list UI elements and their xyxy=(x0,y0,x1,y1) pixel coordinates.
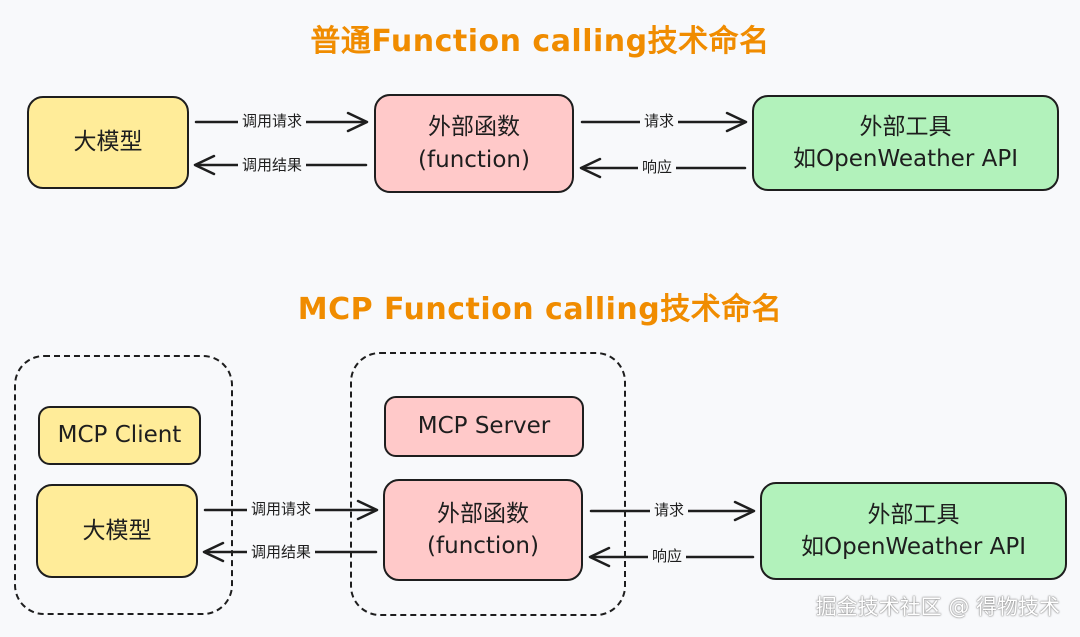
external-tool-node: 外部工具 如OpenWeather API xyxy=(752,95,1059,191)
watermark: 掘金技术社区 @ 得物技术 xyxy=(815,595,1060,619)
function-node-mcp-line2: (function) xyxy=(427,533,539,559)
mcp-client-node: MCP Client xyxy=(38,406,201,465)
function-node: 外部函数 (function) xyxy=(374,94,574,193)
edge-label-call-request-mcp: 调用请求 xyxy=(247,500,316,518)
llm-node-mcp-label: 大模型 xyxy=(82,517,152,544)
mcp-server-label: MCP Server xyxy=(417,413,551,440)
section1-title: 普通Function calling技术命名 xyxy=(310,24,770,59)
external-tool-node-mcp: 外部工具 如OpenWeather API xyxy=(760,482,1067,580)
function-node-line1: 外部函数 xyxy=(428,114,520,141)
function-node-mcp: 外部函数 (function) xyxy=(383,479,583,581)
edge-label-call-request: 调用请求 xyxy=(238,112,307,130)
edge-label-call-result-mcp: 调用结果 xyxy=(247,543,316,561)
function-node-line2: (function) xyxy=(418,146,530,173)
mcp-server-group xyxy=(350,352,626,616)
external-tool-line1: 外部工具 xyxy=(859,113,952,140)
mcp-client-group xyxy=(14,355,233,615)
external-tool-mcp-line1: 外部工具 xyxy=(867,501,960,528)
section2-title: MCP Function calling技术命名 xyxy=(297,292,783,327)
mcp-server-node: MCP Server xyxy=(384,396,584,457)
llm-node: 大模型 xyxy=(27,96,189,189)
external-tool-mcp-line2: 如OpenWeather API xyxy=(801,534,1026,560)
edge-label-response: 响应 xyxy=(638,158,677,176)
edge-label-response-mcp: 响应 xyxy=(648,547,687,565)
function-node-mcp-line1: 外部函数 xyxy=(437,500,529,527)
external-tool-line2: 如OpenWeather API xyxy=(793,146,1018,172)
edge-label-request-mcp: 请求 xyxy=(650,501,689,519)
edge-label-call-result: 调用结果 xyxy=(238,156,307,174)
mcp-client-label: MCP Client xyxy=(57,422,182,449)
edge-label-request: 请求 xyxy=(640,112,679,130)
llm-node-mcp: 大模型 xyxy=(36,484,198,578)
llm-node-label: 大模型 xyxy=(73,129,143,156)
